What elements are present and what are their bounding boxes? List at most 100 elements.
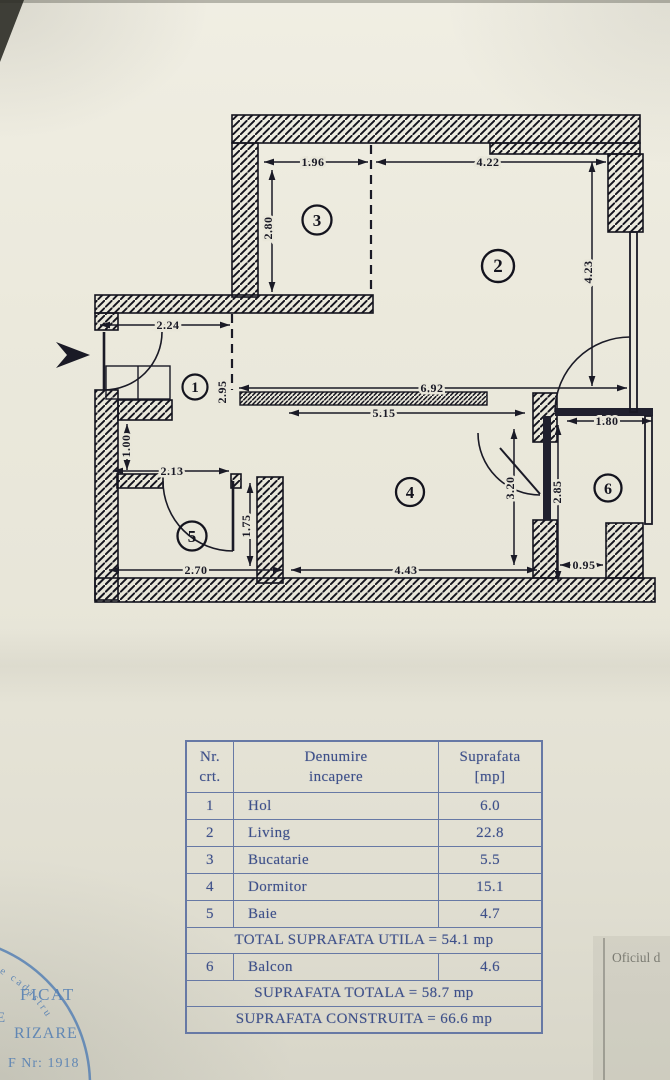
- room-number-5: 5: [188, 527, 197, 546]
- stamp-ring: [0, 947, 92, 1080]
- wall-corner-block: [607, 153, 644, 233]
- room-number-4: 4: [406, 483, 415, 502]
- table-row-balcon: 6 Balcon 4.6: [185, 953, 543, 981]
- room-label-baie: 5: [176, 520, 208, 552]
- stamp-text-line4: F Nr: 1918: [8, 1056, 79, 1071]
- balcony-door-arc: [554, 336, 631, 413]
- baie-door-arc: [162, 480, 234, 552]
- wall-baie-top-jamb: [230, 473, 242, 489]
- dim-kitchen-height: 2.80: [261, 217, 275, 240]
- row-area: 4.7: [438, 900, 543, 928]
- photo-corner-shadow: [0, 0, 24, 62]
- table-row: 5 Baie 4.7: [185, 900, 543, 928]
- wall-top: [231, 114, 641, 144]
- header-suprafata-line2: [mp]: [474, 769, 506, 785]
- wall-balcony-right: [644, 415, 653, 525]
- dim-hol-height: 2.95: [215, 381, 229, 404]
- row-area: 15.1: [438, 873, 543, 901]
- dim-dorm-width: 4.43: [395, 563, 418, 577]
- header-denumire: Denumire incapere: [232, 740, 440, 793]
- room-label-dormitor: 4: [394, 476, 426, 508]
- wall-balcony-top: [555, 408, 653, 416]
- room-number-6: 6: [604, 481, 612, 498]
- wall-living-right: [629, 231, 638, 413]
- dashed-partitions: [230, 145, 373, 390]
- room-label-living: 2: [480, 248, 516, 284]
- header-suprafata-line1: Suprafata: [459, 748, 521, 765]
- wall-bottom: [94, 577, 656, 603]
- wall-dorm-balc-bottom-block: [532, 519, 558, 579]
- header-denumire-line1: Denumire: [304, 748, 368, 765]
- row-area: 5.5: [438, 846, 543, 874]
- table-header-row: Nr. crt. Denumire incapere Suprafata [mp…: [185, 740, 543, 793]
- total-utila-row: TOTAL SUPRAFATA UTILA = 54.1 mp: [185, 927, 543, 954]
- wall-hol-top: [94, 294, 374, 314]
- row-area: 6.0: [438, 792, 543, 820]
- total-totala-text: SUPRAFATA TOTALA = 58.7 mp: [185, 980, 543, 1007]
- row-name: Living: [232, 819, 440, 847]
- room-label-bucatarie: 3: [301, 204, 333, 236]
- row-name: Baie: [232, 900, 440, 928]
- wall-dorm-balcony: [543, 416, 551, 520]
- stamp-text-line1: FICAT: [20, 985, 75, 1004]
- dim-kitchen-width: 1.96: [302, 155, 325, 169]
- dimension-lines: [100, 158, 652, 581]
- room-circle-5: [176, 520, 208, 552]
- dim-niche-height: 1.00: [119, 435, 133, 458]
- wall-baie-dorm: [256, 476, 284, 584]
- dim-baie-width: 2.70: [185, 563, 208, 577]
- row-name: Hol: [232, 792, 440, 820]
- wall-top-step: [489, 142, 641, 155]
- row-name: Bucatarie: [232, 846, 440, 874]
- row-nr: 1: [185, 792, 234, 820]
- header-nr-crt: Nr. crt.: [185, 740, 234, 793]
- room-circle-3: [301, 204, 333, 236]
- stamp-text-line3: RIZARE: [14, 1025, 78, 1042]
- header-nr-line1: Nr.: [200, 748, 220, 765]
- fixtures: [105, 365, 171, 400]
- wall-left-lower: [94, 389, 119, 601]
- dim-balcony-width: 1.80: [596, 414, 619, 428]
- total-construita-row: SUPRAFATA CONSTRUITA = 66.6 mp: [185, 1006, 543, 1034]
- header-suprafata: Suprafata [mp]: [438, 740, 543, 793]
- room-number-1: 1: [191, 380, 199, 396]
- entrance-arrow-icon: [56, 342, 90, 368]
- thin-walls: [629, 231, 653, 525]
- room-number-3: 3: [313, 211, 322, 230]
- room-circle-1: [181, 373, 209, 401]
- row-name: Balcon: [232, 953, 440, 981]
- stamp-text-line2: E: [0, 1010, 5, 1026]
- dormitor-door-arc: [477, 432, 541, 496]
- dim-living-height: 4.23: [581, 261, 595, 284]
- room-label-balcon: 6: [593, 473, 623, 503]
- room-labels: 1 2 3 4 5 6: [176, 204, 623, 552]
- wall-balcony-bottom-block: [605, 522, 644, 579]
- dim-balcony-height: 2.85: [550, 481, 564, 504]
- dim-dorm-height: 3.20: [503, 477, 517, 500]
- row-nr: 6: [185, 953, 234, 981]
- table-row: 3 Bucatarie 5.5: [185, 846, 543, 874]
- wall-kitchen-left: [231, 142, 259, 298]
- row-area: 22.8: [438, 819, 543, 847]
- room-number-2: 2: [493, 256, 503, 277]
- margin-note-text: Oficiul d: [612, 950, 661, 965]
- areas-table: Nr. crt. Denumire incapere Suprafata [mp…: [185, 740, 543, 1034]
- wall-interior-striped: [239, 391, 488, 406]
- header-denumire-line2: incapere: [309, 769, 364, 785]
- total-construita-text: SUPRAFATA CONSTRUITA = 66.6 mp: [185, 1006, 543, 1034]
- hatched-walls: [94, 114, 656, 603]
- total-totala-row: SUPRAFATA TOTALA = 58.7 mp: [185, 980, 543, 1007]
- dormitor-door-leaf: [499, 447, 541, 495]
- dim-hol-width: 2.24: [157, 318, 180, 332]
- header-nr-line2: crt.: [199, 769, 221, 785]
- wall-baie-top-left: [116, 473, 164, 489]
- solid-walls: [543, 408, 653, 520]
- dim-overall-width: 6.92: [421, 381, 444, 395]
- dim-dorm-top-width: 5.15: [373, 406, 396, 420]
- dim-baie-height: 1.75: [239, 515, 253, 538]
- total-utila-text: TOTAL SUPRAFATA UTILA = 54.1 mp: [185, 927, 543, 954]
- row-area: 4.6: [438, 953, 543, 981]
- dim-living-width: 4.22: [477, 155, 500, 169]
- margin-note: Oficiul d: [603, 938, 661, 1080]
- room-circle-2: [480, 248, 516, 284]
